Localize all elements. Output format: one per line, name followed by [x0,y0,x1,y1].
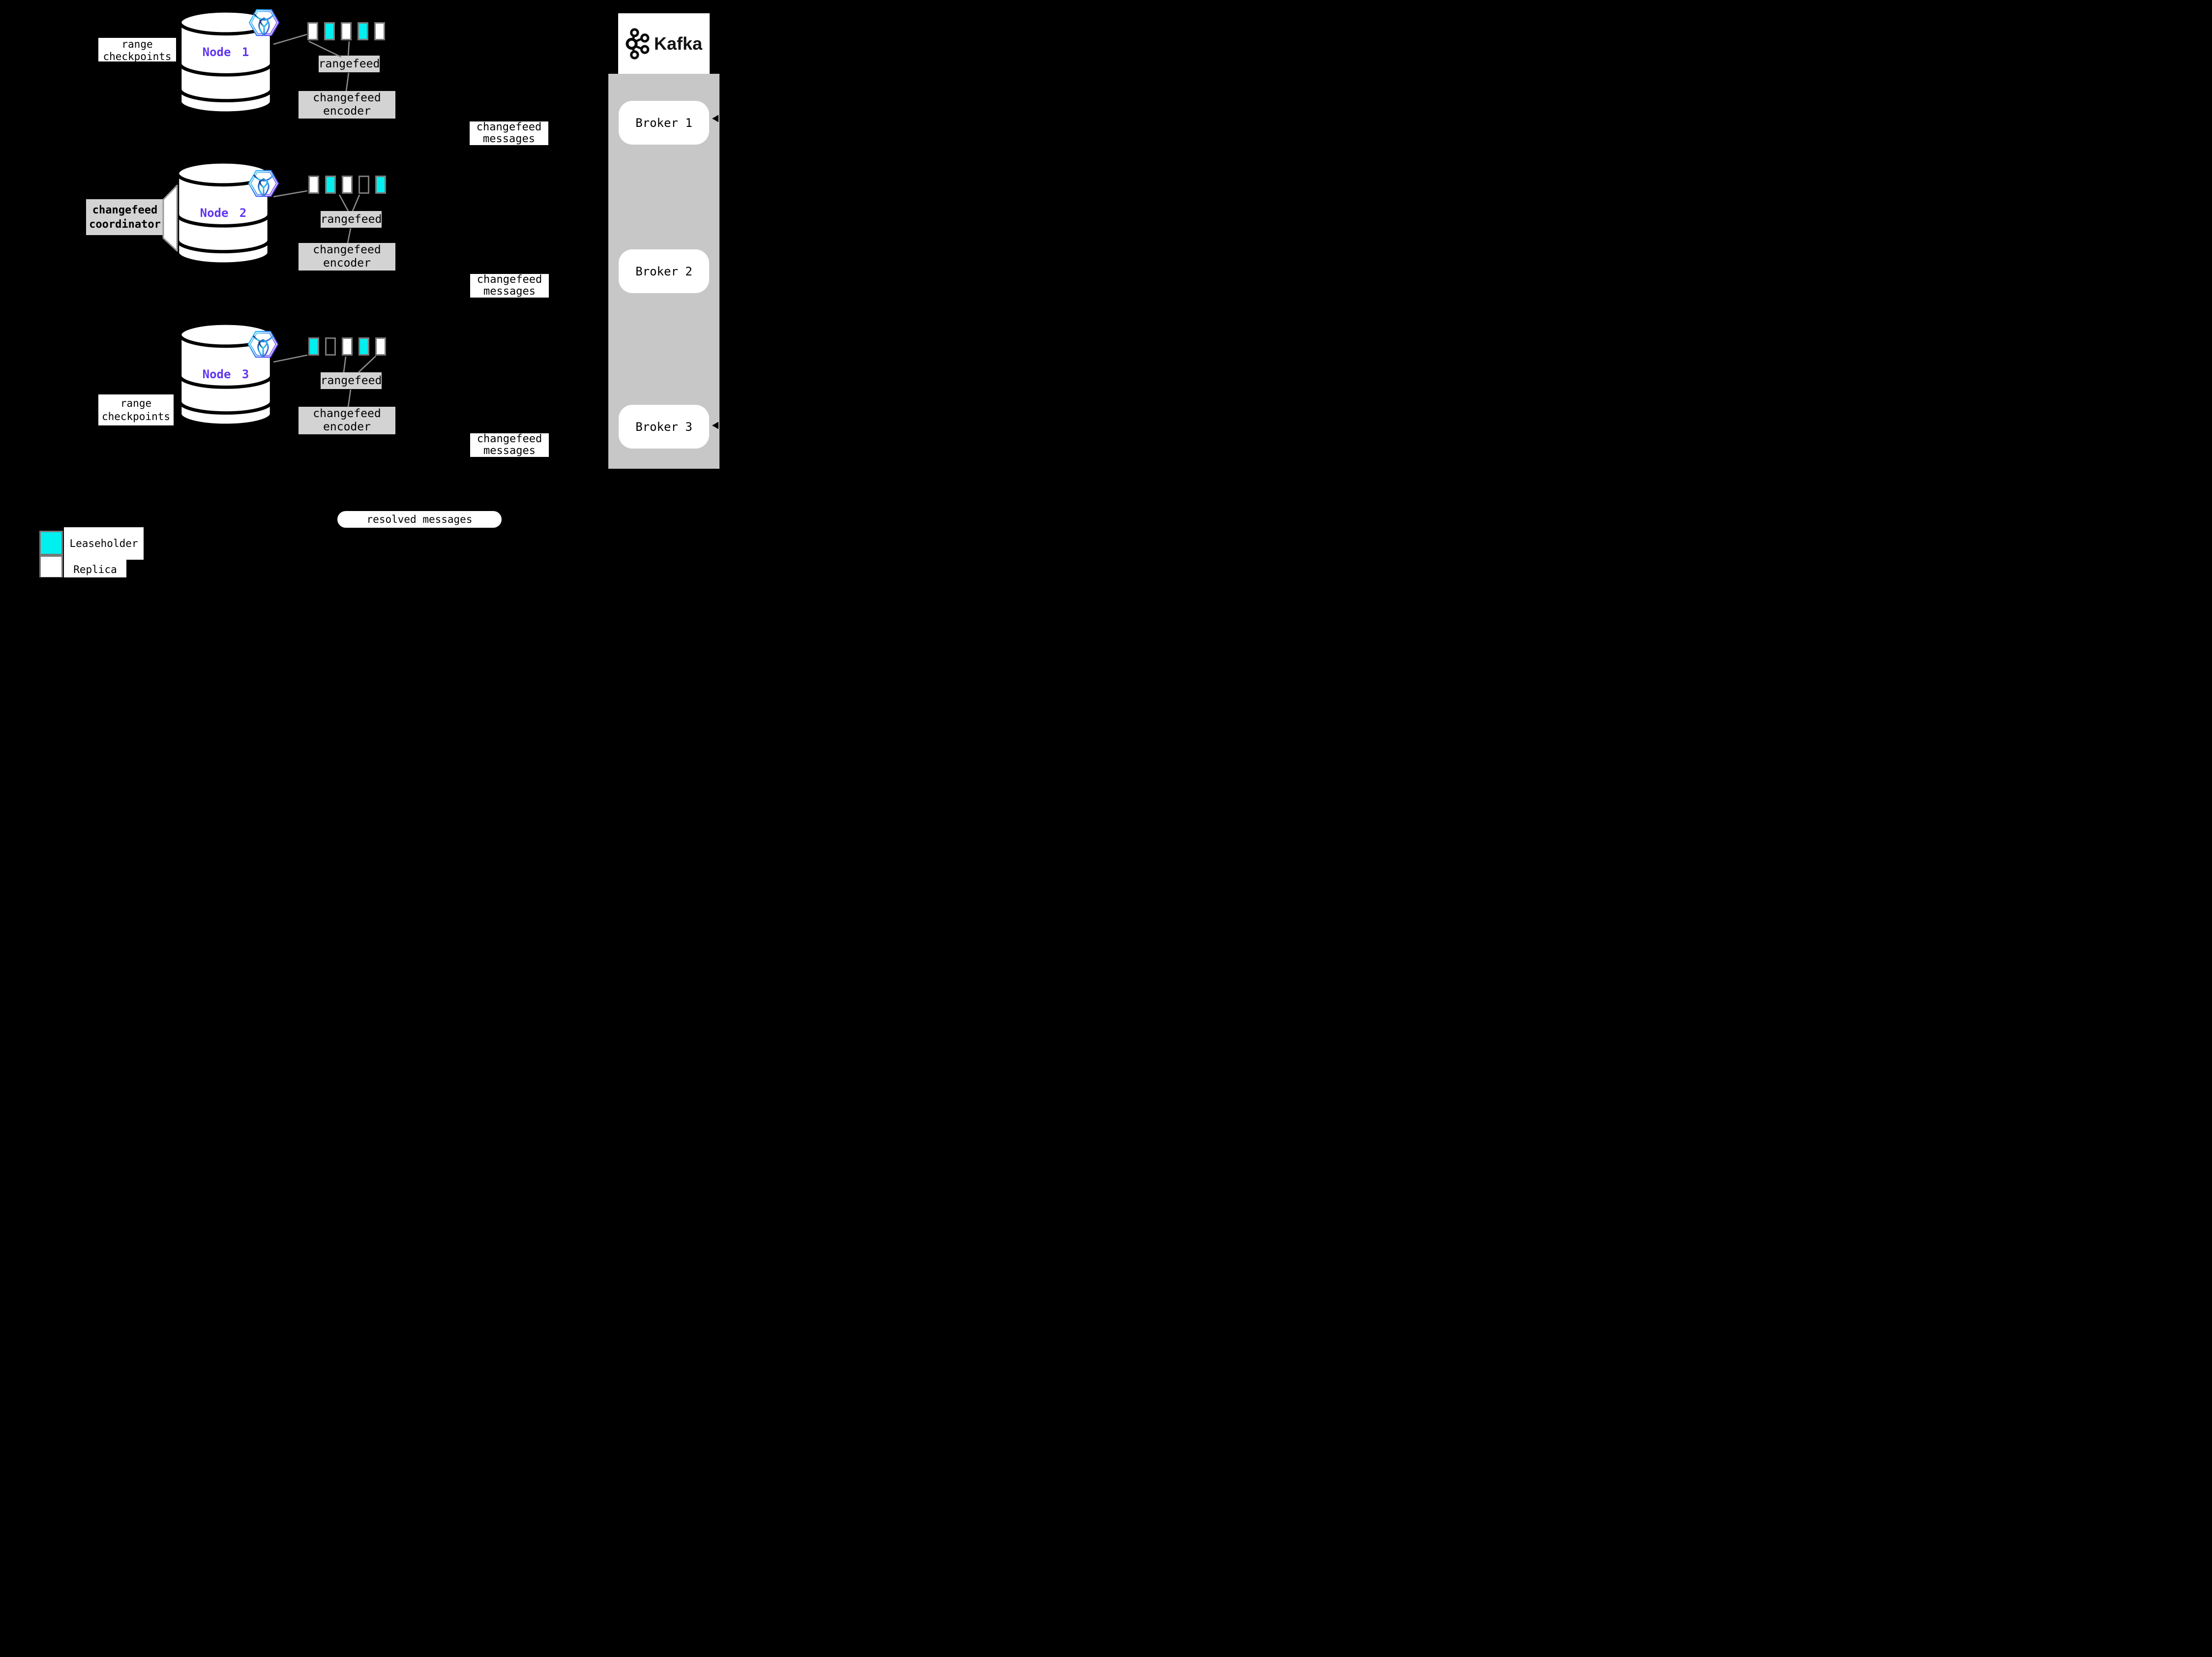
range-checkpoints-bottom-line1: range [120,397,152,409]
coordinator-line1: changefeed [92,204,158,216]
legend-replica-label: Replica [64,560,126,577]
coordinator-line2: coordinator [89,218,161,231]
range-square-replica [341,22,352,40]
range-square-leaseholder [358,22,368,40]
changefeed-messages-label-3: changefeed messages [470,433,549,457]
encoder3-line2: encoder [323,421,371,433]
rangefeed-box-node3: rangefeed [321,372,382,389]
range-checkpoints-top-line2: checkpoints [103,51,172,61]
changefeed-architecture-diagram: range checkpoints range checkpoints Node… [0,0,771,577]
cockroachdb-logo-icon [248,170,279,197]
node3-label: Node 3 [202,367,249,381]
kafka-broker-1: Broker 1 [619,101,709,145]
range-square-replica [342,337,353,356]
changefeed-encoder-box-node3: changefeed encoder [299,407,395,434]
node2-label: Node 2 [200,206,247,220]
range-checkpoints-label-top: range checkpoints [98,38,176,61]
node1-label: Node 1 [202,45,249,59]
encoder1-line2: encoder [323,105,371,118]
messages3-line1: changefeed [477,433,542,445]
kafka-broker-2: Broker 2 [619,249,709,293]
range-square-replica [374,22,385,40]
legend-leaseholder-swatch [39,531,63,555]
kafka-logo-icon [626,28,650,60]
range-square-empty [359,176,369,194]
messages1-line1: changefeed [476,121,542,133]
resolved-messages-label: resolved messages [337,511,502,528]
changefeed-messages-label-1: changefeed messages [470,121,548,145]
range-square-leaseholder [375,176,386,194]
kafka-logo-text: Kafka [654,33,703,54]
messages3-line2: messages [483,445,536,457]
changefeed-encoder-box-node2: changefeed encoder [299,243,395,271]
messages2-line2: messages [483,285,536,298]
encoder2-line2: encoder [323,257,371,270]
kafka-broker-3: Broker 3 [619,405,709,449]
node3-range-squares [308,337,386,356]
messages1-line2: messages [483,133,535,145]
range-square-leaseholder [359,337,369,356]
range-square-replica [375,337,386,356]
range-square-leaseholder [324,22,335,40]
node1-range-squares [307,22,385,40]
changefeed-coordinator-box: changefeed coordinator [86,199,164,235]
changefeed-encoder-box-node1: changefeed encoder [299,91,395,119]
legend-replica-swatch [39,555,63,577]
range-square-replica [342,176,353,194]
range-checkpoints-bottom-line2: checkpoints [101,410,171,422]
range-square-replica [307,22,318,40]
cockroachdb-logo-icon [247,331,279,358]
cockroachdb-logo-icon [248,9,280,36]
messages2-line1: changefeed [477,273,542,286]
node2-range-squares [308,176,386,194]
range-checkpoints-top-line1: range [121,38,153,50]
range-square-leaseholder [308,337,319,356]
rangefeed-box-node2: rangefeed [321,211,382,228]
changefeed-messages-label-2: changefeed messages [470,274,549,298]
range-square-leaseholder [325,176,336,194]
encoder2-line1: changefeed [313,243,381,256]
kafka-logo-box: Kafka [618,13,710,74]
range-square-replica [308,176,319,194]
encoder3-line1: changefeed [313,407,381,420]
range-checkpoints-label-bottom: range checkpoints [98,394,174,425]
coordinator-flag-icon [162,184,178,252]
range-square-empty [325,337,336,356]
rangefeed-box-node1: rangefeed [319,56,380,72]
legend-leaseholder-label: Leaseholder [64,527,144,560]
encoder1-line1: changefeed [313,91,381,104]
